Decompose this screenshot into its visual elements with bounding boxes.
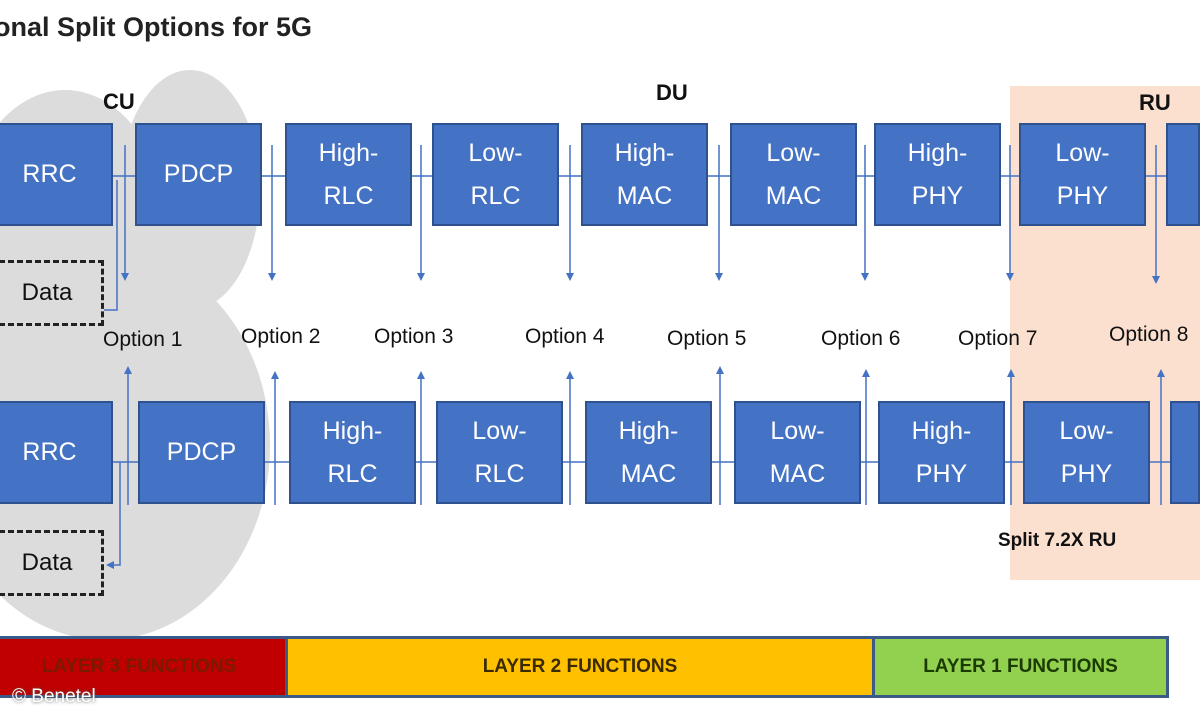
top-block-low-phy: Low- PHY <box>1019 123 1146 226</box>
top-block-low-mac: Low- MAC <box>730 123 857 226</box>
bottom-block-low-rlc: Low- RLC <box>436 401 563 504</box>
option-5-label: Option 5 <box>667 327 747 350</box>
option-3-label: Option 3 <box>374 325 454 348</box>
ru-label: RU <box>1139 90 1171 115</box>
option-2-label: Option 2 <box>241 325 321 348</box>
option-6-label: Option 6 <box>821 327 901 350</box>
option-4-label: Option 4 <box>525 325 605 348</box>
option-7-label: Option 7 <box>958 327 1038 350</box>
bottom-block-pdcp: PDCP <box>138 401 265 504</box>
bottom-block-rrc: RRC <box>0 401 113 504</box>
split-7-2x-label: Split 7.2X RU <box>998 530 1117 551</box>
data-box-top: Data <box>0 260 104 326</box>
diagram-title: onal Split Options for 5G <box>0 12 313 42</box>
bottom-block-low-phy: Low- PHY <box>1023 401 1150 504</box>
top-block-high-rlc: High- RLC <box>285 123 412 226</box>
option-8-label: Option 8 <box>1109 323 1189 346</box>
top-block-high-phy: High- PHY <box>874 123 1001 226</box>
top-block-high-mac: High- MAC <box>581 123 708 226</box>
layer-1-bar: LAYER 1 FUNCTIONS <box>872 636 1169 698</box>
du-label: DU <box>656 80 688 105</box>
option-1-label: Option 1 <box>103 328 183 351</box>
layer-3-bar: LAYER 3 FUNCTIONS <box>0 636 288 698</box>
layer-1-label: LAYER 1 FUNCTIONS <box>923 656 1118 677</box>
layer-3-label: LAYER 3 FUNCTIONS <box>41 656 237 677</box>
bottom-block-high-rlc: High- RLC <box>289 401 416 504</box>
copyright: © Benetel <box>12 686 96 707</box>
top-block-partial <box>1166 123 1200 226</box>
layer-2-label: LAYER 2 FUNCTIONS <box>482 656 678 677</box>
data-box-bottom: Data <box>0 530 104 596</box>
bottom-block-partial <box>1170 401 1200 504</box>
bottom-block-low-mac: Low- MAC <box>734 401 861 504</box>
top-block-rrc: RRC <box>0 123 113 226</box>
bottom-block-high-mac: High- MAC <box>585 401 712 504</box>
cu-label: CU <box>103 89 135 114</box>
top-block-low-rlc: Low- RLC <box>432 123 559 226</box>
layer-2-bar: LAYER 2 FUNCTIONS <box>285 636 875 698</box>
top-block-pdcp: PDCP <box>135 123 262 226</box>
bottom-block-high-phy: High- PHY <box>878 401 1005 504</box>
